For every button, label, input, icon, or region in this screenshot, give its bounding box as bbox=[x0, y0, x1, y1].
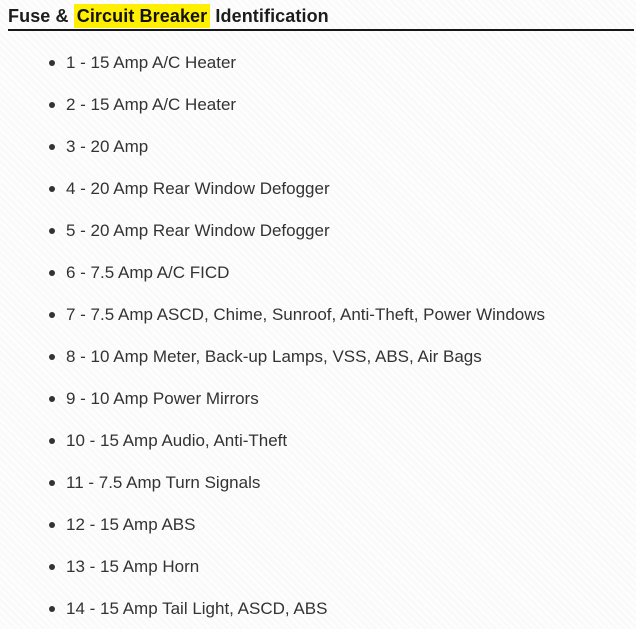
list-item: 5 - 20 Amp Rear Window Defogger bbox=[0, 219, 636, 242]
list-item-text: 14 - 15 Amp Tail Light, ASCD, ABS bbox=[66, 598, 328, 618]
title-highlight: Circuit Breaker bbox=[73, 4, 211, 28]
bullet-icon bbox=[49, 59, 55, 66]
fuse-list: 1 - 15 Amp A/C Heater 2 - 15 Amp A/C Hea… bbox=[0, 51, 636, 620]
list-item: 1 - 15 Amp A/C Heater bbox=[0, 51, 636, 74]
list-item-text: 12 - 15 Amp ABS bbox=[66, 514, 196, 534]
title-divider bbox=[8, 29, 634, 31]
list-item-text: 13 - 15 Amp Horn bbox=[66, 556, 200, 576]
bullet-icon bbox=[49, 479, 55, 486]
bullet-icon bbox=[49, 395, 55, 402]
page-title: Fuse & Circuit Breaker Identification bbox=[8, 4, 628, 28]
list-item: 11 - 7.5 Amp Turn Signals bbox=[0, 471, 636, 494]
bullet-icon bbox=[49, 269, 55, 276]
list-item: 14 - 15 Amp Tail Light, ASCD, ABS bbox=[0, 597, 636, 620]
list-item-text: 3 - 20 Amp bbox=[66, 136, 149, 156]
page-header: Fuse & Circuit Breaker Identification bbox=[0, 0, 636, 28]
list-item-text: 11 - 7.5 Amp Turn Signals bbox=[66, 472, 261, 492]
bullet-icon bbox=[49, 143, 55, 150]
title-prefix: Fuse & bbox=[8, 6, 74, 26]
bullet-icon bbox=[49, 311, 55, 318]
list-item: 10 - 15 Amp Audio, Anti-Theft bbox=[0, 429, 636, 452]
list-item: 12 - 15 Amp ABS bbox=[0, 513, 636, 536]
list-item-text: 5 - 20 Amp Rear Window Defogger bbox=[66, 220, 330, 240]
list-item-text: 9 - 10 Amp Power Mirrors bbox=[66, 388, 259, 408]
title-suffix: Identification bbox=[210, 6, 329, 26]
list-item: 13 - 15 Amp Horn bbox=[0, 555, 636, 578]
list-item: 3 - 20 Amp bbox=[0, 135, 636, 158]
bullet-icon bbox=[49, 185, 55, 192]
list-item: 2 - 15 Amp A/C Heater bbox=[0, 93, 636, 116]
bullet-icon bbox=[49, 521, 55, 528]
list-item: 6 - 7.5 Amp A/C FICD bbox=[0, 261, 636, 284]
list-item-text: 7 - 7.5 Amp ASCD, Chime, Sunroof, Anti-T… bbox=[66, 304, 546, 324]
bullet-icon bbox=[49, 563, 55, 570]
bullet-icon bbox=[49, 605, 55, 612]
list-item-text: 1 - 15 Amp A/C Heater bbox=[66, 52, 237, 72]
list-item: 4 - 20 Amp Rear Window Defogger bbox=[0, 177, 636, 200]
list-item-text: 2 - 15 Amp A/C Heater bbox=[66, 94, 237, 114]
list-item-text: 10 - 15 Amp Audio, Anti-Theft bbox=[66, 430, 288, 450]
bullet-icon bbox=[49, 437, 55, 444]
list-item: 9 - 10 Amp Power Mirrors bbox=[0, 387, 636, 410]
bullet-icon bbox=[49, 227, 55, 234]
list-item-text: 4 - 20 Amp Rear Window Defogger bbox=[66, 178, 330, 198]
bullet-icon bbox=[49, 353, 55, 360]
list-item: 8 - 10 Amp Meter, Back-up Lamps, VSS, AB… bbox=[0, 345, 636, 368]
list-item: 7 - 7.5 Amp ASCD, Chime, Sunroof, Anti-T… bbox=[0, 303, 636, 326]
list-item-text: 8 - 10 Amp Meter, Back-up Lamps, VSS, AB… bbox=[66, 346, 482, 366]
list-item-text: 6 - 7.5 Amp A/C FICD bbox=[66, 262, 230, 282]
bullet-icon bbox=[49, 101, 55, 108]
